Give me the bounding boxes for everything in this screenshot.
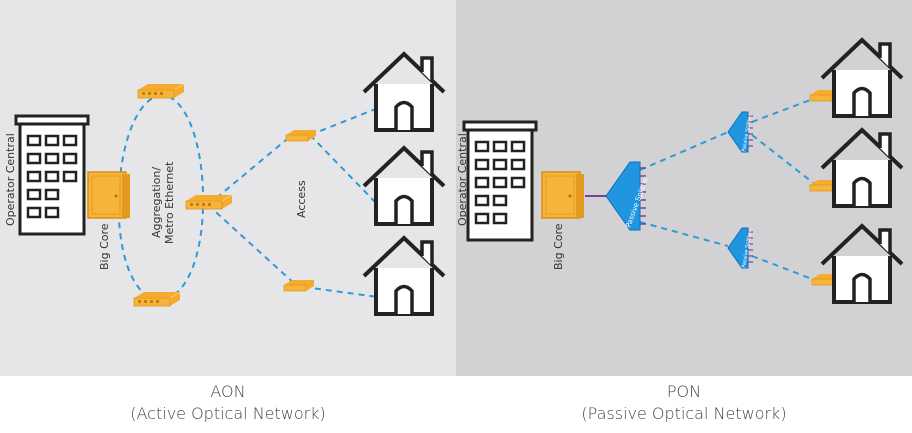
pon-core-label: Big Core xyxy=(552,223,565,270)
cabinet-icon xyxy=(87,171,131,219)
aon-link-agg-access-bottom xyxy=(207,204,297,286)
pon-link-top-house1 xyxy=(751,96,819,123)
aon-subtitle: (Active Optical Network) xyxy=(130,404,326,423)
aon-aggregation-label: Aggregation/ xyxy=(150,167,163,238)
pon-subtitle: (Passive Optical Network) xyxy=(581,404,787,423)
cabinet-icon xyxy=(541,171,585,219)
aon-title: AON xyxy=(210,382,246,401)
aon-access-label: Access xyxy=(295,180,308,218)
switch-icon xyxy=(133,291,181,307)
pon-link-bottom xyxy=(639,221,729,247)
pon-link-top-house2 xyxy=(751,134,817,186)
building-icon xyxy=(14,114,90,236)
aon-core-label: Big Core xyxy=(98,223,111,270)
pon-caption: PON (Passive Optical Network) xyxy=(456,381,912,425)
aon-link-core-agg xyxy=(207,139,287,206)
pon-title: PON xyxy=(666,382,702,401)
aon-metro-label: Metro Ethernet xyxy=(163,161,176,244)
aon-operator-label: Operator Central xyxy=(4,133,17,226)
aon-link-access-house1 xyxy=(309,107,379,136)
aon-section: Operator Central Big Core Aggregation/ M… xyxy=(4,52,446,316)
building-icon xyxy=(462,120,538,242)
switch-icon xyxy=(185,194,233,210)
pon-link-top xyxy=(639,131,729,171)
pon-link-bottom-house3 xyxy=(751,255,821,283)
pon-operator-label: Operator Central xyxy=(456,133,469,226)
aon-link-access-house2 xyxy=(309,134,379,206)
aon-link-access-house3 xyxy=(303,286,379,298)
switch-icon xyxy=(137,83,185,99)
aon-caption: AON (Active Optical Network) xyxy=(0,381,456,425)
